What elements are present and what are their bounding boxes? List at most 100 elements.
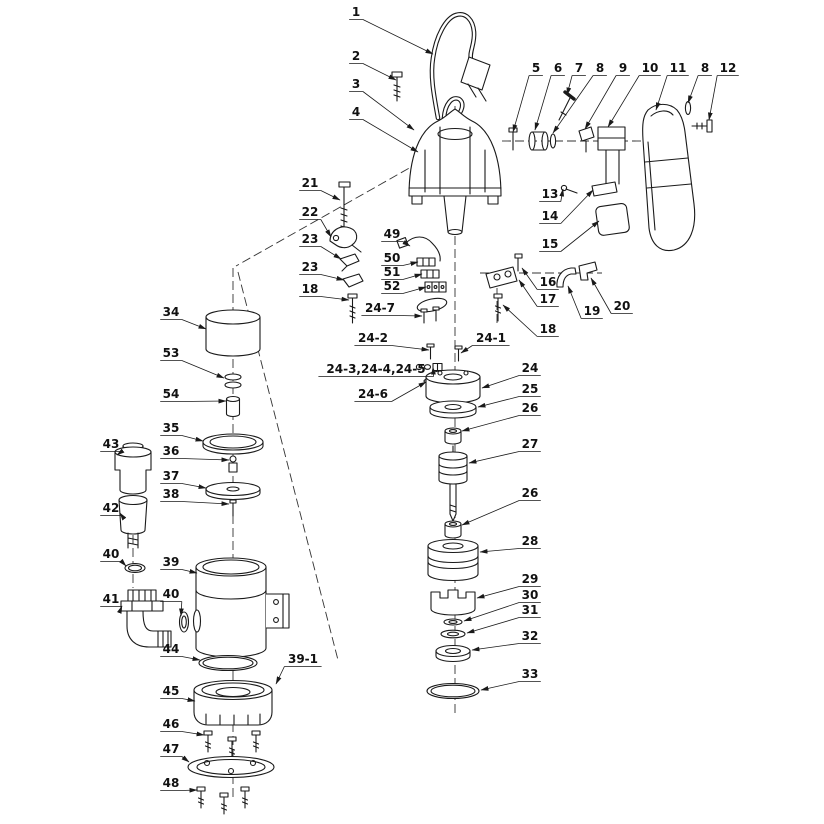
part-31-washer	[440, 629, 466, 639]
part-leader-24-6	[354, 382, 426, 402]
part-10-switch-body	[597, 126, 626, 185]
part-label-42: 42	[103, 501, 120, 515]
part-leader-26	[462, 500, 541, 526]
part-label-22: 22	[302, 205, 319, 219]
part-leader-41	[100, 606, 122, 607]
part-label-24-2: 24-2	[358, 331, 388, 345]
part-52-terminal-block	[424, 281, 447, 293]
part-leader-8	[688, 75, 712, 104]
part-label-43: 43	[103, 437, 120, 451]
part-label-15: 15	[542, 237, 559, 251]
part-label-1: 1	[352, 5, 360, 19]
part-label-6: 6	[554, 61, 562, 75]
part-leader-47	[160, 757, 189, 763]
part-label-54: 54	[163, 387, 180, 401]
part-label-4: 4	[352, 105, 360, 119]
part-37-disc	[205, 481, 261, 501]
part-leader-9	[585, 75, 630, 130]
part-label-19: 19	[584, 304, 601, 318]
part-label-21: 21	[302, 176, 319, 190]
part-leader-10	[608, 75, 661, 128]
part-leader-18	[503, 305, 559, 337]
part-label-14: 14	[542, 209, 559, 223]
part-leader-8	[553, 75, 607, 134]
part-label-32: 32	[522, 629, 539, 643]
part-20-angle-clip	[578, 261, 598, 281]
part-24-2-screw	[426, 343, 435, 360]
part-24-1-screw	[454, 345, 463, 362]
part-label-26: 26	[522, 486, 539, 500]
part-leader-40	[160, 601, 182, 617]
part-leader-46	[160, 732, 204, 736]
part-label-9: 9	[619, 61, 627, 75]
part-48-screws	[196, 786, 250, 815]
part-30-washer	[443, 618, 463, 626]
part-6-spacer-cylinder	[528, 131, 549, 151]
part-label-51: 51	[384, 265, 401, 279]
part-49-sensor-wire	[396, 236, 441, 262]
part-9-bracket	[578, 126, 595, 153]
part-36-insert	[228, 455, 238, 473]
part-38-pin	[229, 499, 237, 517]
part-leader-37	[160, 484, 206, 489]
part-16-screw	[514, 253, 523, 272]
part-label-53: 53	[163, 346, 180, 360]
part-leader-11	[656, 75, 689, 111]
part-45-strainer-base	[193, 679, 273, 726]
part-leader-24	[482, 375, 541, 389]
part-17-clamp-plate	[485, 266, 518, 289]
part-26-bearing-lower	[444, 520, 462, 539]
part-43-float-upper	[114, 442, 152, 495]
part-leader-52	[381, 287, 426, 294]
part-label-40: 40	[163, 587, 180, 601]
part-18-screw-right	[493, 293, 503, 322]
part-label-23: 23	[302, 260, 319, 274]
cable-gland	[443, 195, 467, 233]
part-47-bottom-plate	[187, 755, 275, 779]
part-label-35: 35	[163, 421, 180, 435]
part-leader-30	[464, 602, 541, 622]
part-leader-15	[539, 221, 599, 252]
part-leader-3	[349, 91, 414, 131]
part-label-11: 11	[670, 61, 687, 75]
part-label-24: 24	[522, 361, 539, 375]
part-label-50: 50	[384, 251, 401, 265]
part-leader-12	[709, 75, 739, 121]
part-label-46: 46	[163, 717, 180, 731]
part-8-washer	[549, 133, 557, 149]
part-label-30: 30	[522, 588, 539, 602]
part-18-screw-left	[347, 293, 358, 324]
part-label-47: 47	[163, 742, 180, 756]
part-leader-23	[299, 246, 341, 260]
part-leader-27	[469, 451, 541, 464]
part-leader-7	[567, 75, 586, 96]
part-13-screw	[560, 184, 578, 194]
part-label-13: 13	[542, 187, 559, 201]
part-40-o-ring-float	[124, 562, 146, 574]
part-22-cable-clamp	[329, 226, 362, 253]
part-label-37: 37	[163, 469, 180, 483]
part-54-spacer	[225, 395, 241, 418]
part-leader-2	[349, 63, 396, 81]
part-23-clip-a	[339, 253, 360, 272]
part-27-rotor-shaft	[438, 445, 468, 522]
part-leader-39	[160, 570, 197, 574]
part-24-seal-plate	[425, 369, 481, 404]
part-label-5: 5	[532, 61, 540, 75]
part-label-10: 10	[642, 61, 659, 75]
part-24-7-screws	[420, 306, 440, 324]
part-33-o-ring	[426, 682, 480, 700]
part-label-17: 17	[540, 292, 557, 306]
part-label-12: 12	[720, 61, 737, 75]
part-leader-5	[513, 75, 543, 133]
part-leader-18	[299, 297, 349, 301]
part-leader-24-2	[354, 346, 429, 351]
part-leader-24-1	[461, 346, 510, 354]
part-leader-13	[539, 189, 563, 202]
part-label-16: 16	[540, 275, 557, 289]
part-label-20: 20	[614, 299, 631, 313]
part-label-3: 3	[352, 77, 360, 91]
part-1-power-cable	[429, 12, 491, 121]
part-label-8: 8	[596, 61, 604, 75]
